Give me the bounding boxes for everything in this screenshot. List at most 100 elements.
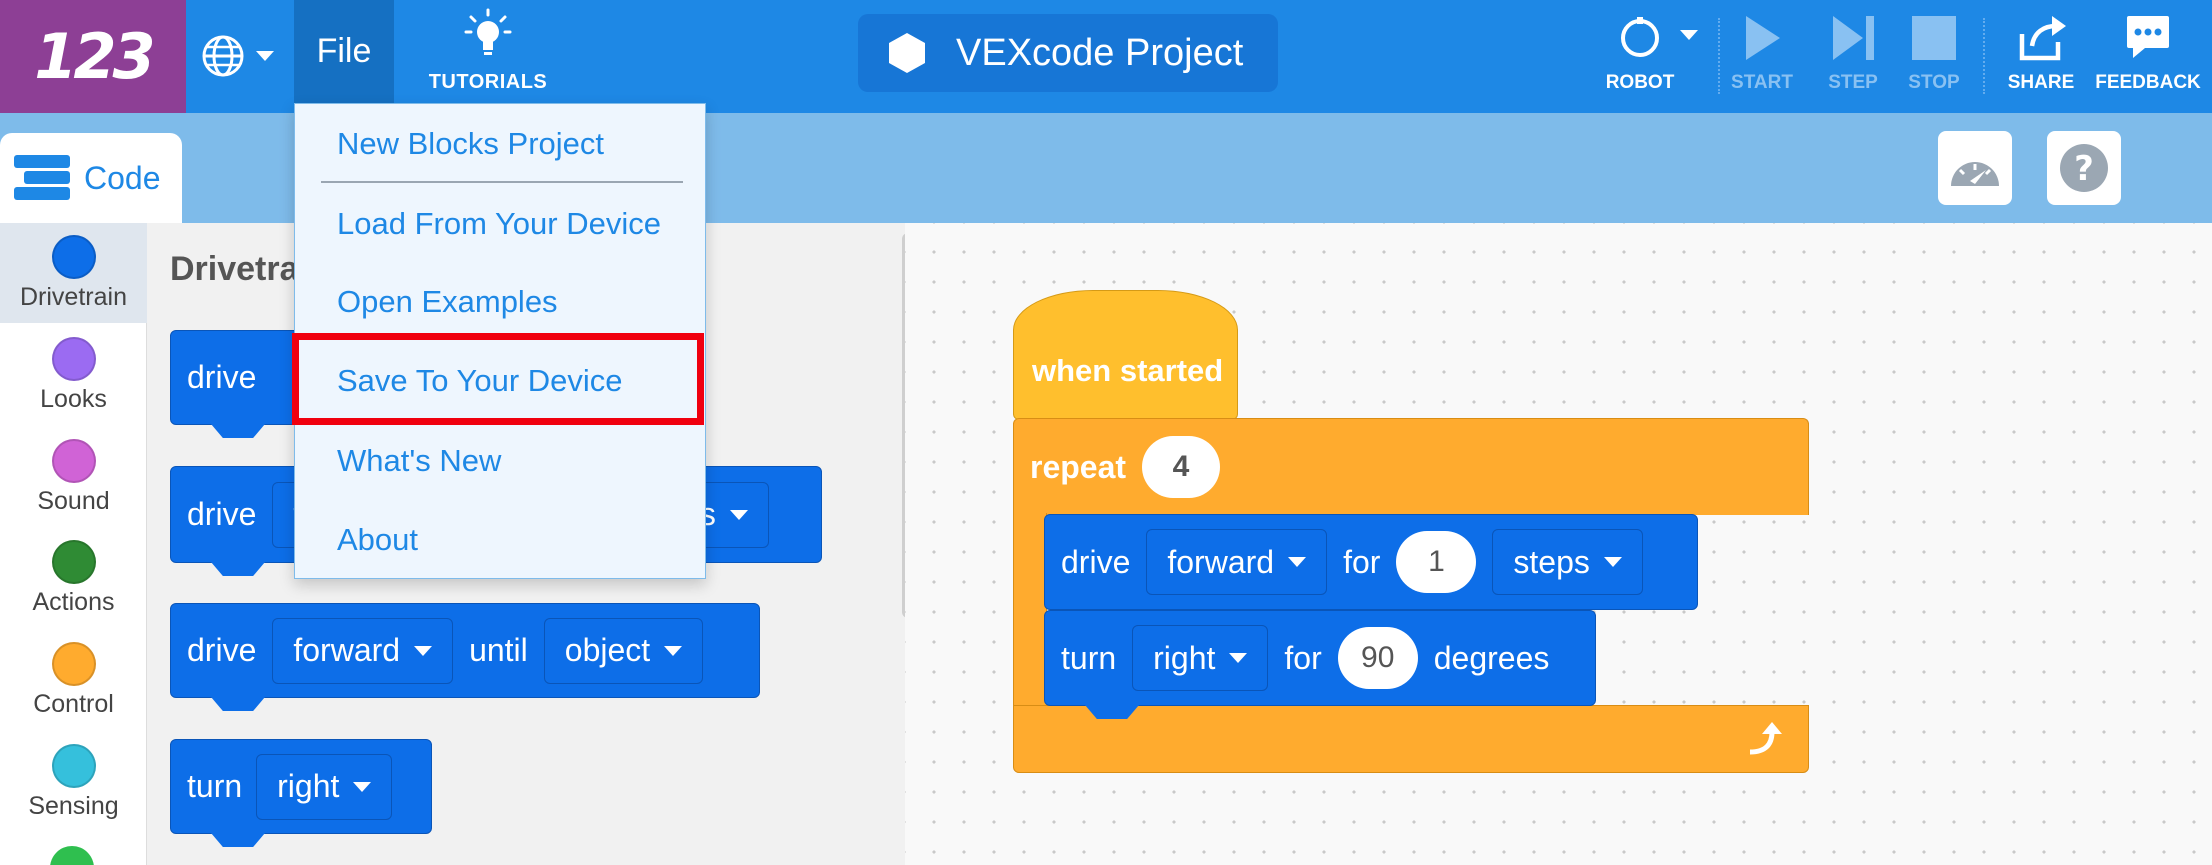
repeat-block[interactable]: repeat 4 [1013,418,1809,515]
category-sensing[interactable]: Sensing [0,732,147,832]
category-label: Looks [40,385,107,413]
block-notch [211,833,265,847]
category-actions[interactable]: Actions [0,528,147,628]
category-color-dot [50,846,94,865]
file-menu-button[interactable]: File [294,0,394,103]
speedometer-icon [1951,162,1999,186]
menu-item-new-blocks-project[interactable]: New Blocks Project [337,126,605,161]
language-button[interactable] [200,28,282,84]
code-blocks-icon [14,155,70,200]
block-notch [211,562,265,576]
category-drivetrain[interactable]: Drivetrain [0,223,147,323]
toolbar-separator [1718,18,1720,94]
repeat-count-input[interactable]: 4 [1142,436,1220,498]
when-started-hat-block[interactable]: when started [1013,290,1238,420]
stop-button[interactable]: STOP [1896,10,1972,100]
angle-input[interactable]: 90 [1337,627,1418,689]
step-label: STEP [1828,72,1878,93]
category-color-dot [51,540,96,584]
highlight-box-save-to-device [292,333,704,425]
sensor-target-dropdown[interactable]: object [543,617,704,684]
unit-dropdown[interactable]: steps [1492,529,1643,595]
category-control[interactable]: Control [0,630,147,730]
category-color-dot [51,235,96,279]
distance-input[interactable]: 1 [1396,531,1477,593]
stop-label: STOP [1908,72,1960,93]
globe-icon [202,35,244,77]
robot-button[interactable]: ROBOT [1590,10,1690,100]
share-button[interactable]: SHARE [1996,10,2086,100]
block-keyword: degrees [1433,639,1550,676]
turn-direction-dropdown[interactable]: right [1132,625,1269,691]
menu-item-load-from-device[interactable]: Load From Your Device [337,206,661,241]
category-label: Sound [37,487,110,515]
robot-label: ROBOT [1605,72,1675,93]
block-keyword: drive [187,359,257,395]
category-color-dot [51,337,96,381]
tab-code[interactable]: Code [0,133,182,223]
loop-arrow-icon [1749,722,1782,755]
block-notch [211,697,265,711]
direction-dropdown[interactable]: forward [1146,529,1328,595]
robot-dropdown[interactable] [1680,30,1698,40]
help-button[interactable]: ? [2047,131,2121,205]
chevron-down-icon [256,51,274,61]
turn-direction-dropdown[interactable]: right [256,753,393,820]
block-keyword: drive [187,496,257,532]
file-dropdown-menu: New Blocks Project Load From Your Device… [294,103,706,579]
chevron-down-icon [1288,557,1307,567]
step-icon [1833,16,1874,60]
share-label: SHARE [2007,72,2075,93]
start-label: START [1731,72,1793,93]
category-sound[interactable]: Sound [0,427,147,527]
menu-item-whats-new[interactable]: What's New [337,443,502,478]
chevron-down-icon [1603,557,1622,567]
play-icon [1746,16,1780,60]
category-label: Sensing [28,792,119,820]
chevron-down-icon [729,509,748,520]
feedback-button[interactable]: FEEDBACK [2092,10,2204,100]
category-label: Drivetrain [20,283,127,311]
menu-item-save-to-device[interactable]: Save To Your Device [337,363,623,398]
category-label: Actions [32,588,115,616]
palette-turn-block[interactable]: turn right [170,739,432,847]
palette-drive-until-block[interactable]: drive forward until object [170,603,760,711]
category-color-dot [51,744,96,788]
workspace-turn-for-block[interactable]: turn right for 90 degrees [1044,610,1596,719]
repeat-block-arm [1013,513,1047,707]
chevron-down-icon [1680,30,1698,40]
stop-icon [1912,16,1956,60]
category-label: Control [33,690,114,718]
chevron-down-icon [414,645,433,656]
category-looks[interactable]: Looks [0,325,147,425]
menu-divider [321,181,683,183]
workspace-drive-for-block[interactable]: drive forward for 1 steps [1044,514,1698,610]
category-color-dot [51,642,96,686]
menu-item-open-examples[interactable]: Open Examples [337,284,558,319]
hexagon-icon [889,33,925,73]
help-question-icon: ? [2060,144,2108,192]
category-sidebar: Drivetrain Looks Sound Actions Control S… [0,223,147,865]
tutorials-button[interactable]: TUTORIALS [408,8,568,98]
step-button[interactable]: STEP [1815,10,1891,100]
block-notch [1085,705,1139,719]
block-keyword: turn [187,768,243,804]
project-title-box[interactable]: VEXcode Project [858,14,1278,92]
block-keyword: for [1284,639,1322,676]
toolbar-separator [1983,18,1985,94]
chevron-down-icon [353,781,372,792]
feedback-chat-icon [2127,16,2169,58]
hat-label: when started [1032,353,1224,388]
start-button[interactable]: START [1722,10,1802,100]
dashboard-button[interactable] [1938,131,2012,205]
category-color-dot [51,439,96,483]
menu-item-about[interactable]: About [337,522,419,557]
chevron-down-icon [1229,653,1248,663]
tab-code-label: Code [84,159,161,196]
block-keyword: drive [187,632,257,668]
lightbulb-icon [464,8,512,55]
block-keyword: for [1343,543,1381,580]
vexcode-123-logo: 123 [0,0,186,113]
direction-dropdown[interactable]: forward [272,617,454,684]
